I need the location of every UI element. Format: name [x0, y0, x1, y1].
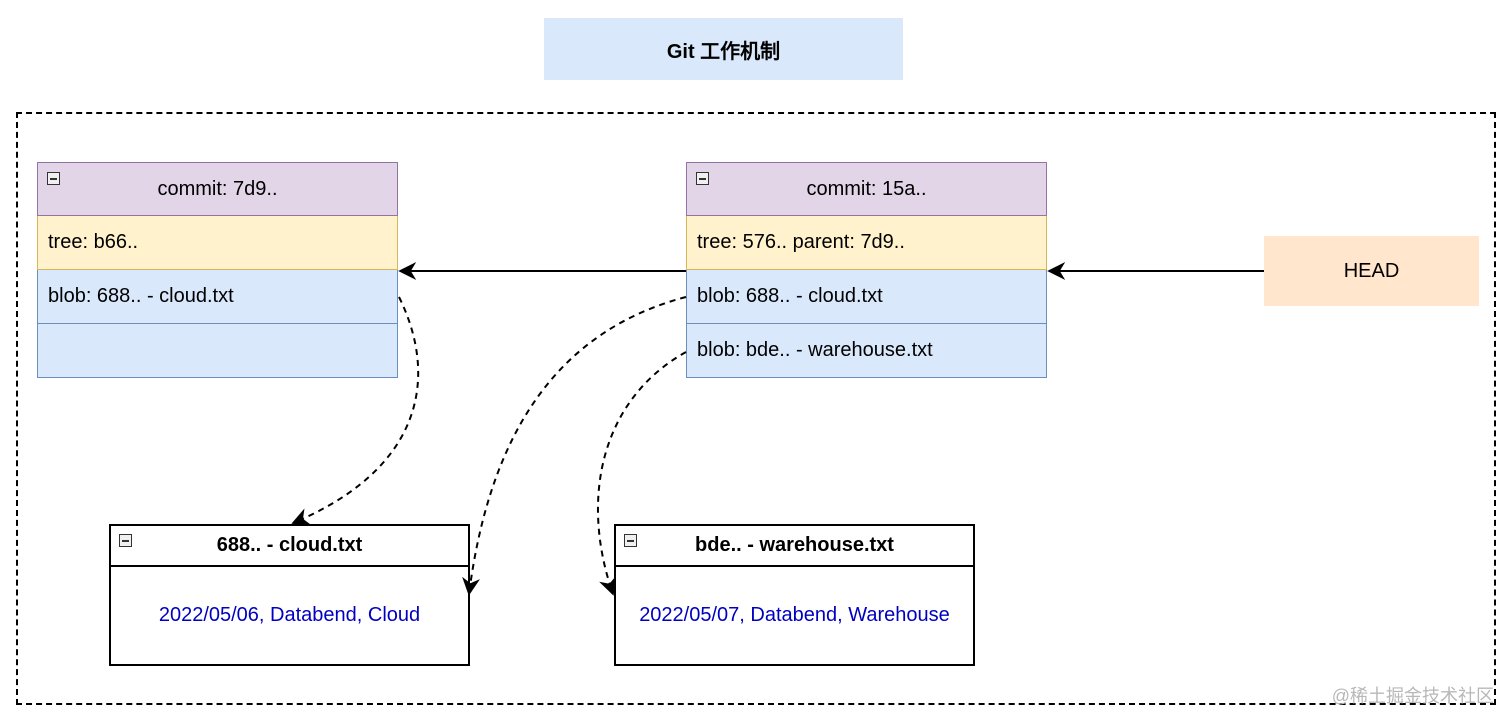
commit-header[interactable]: commit: 15a..: [686, 162, 1047, 216]
commit-blob-row: blob: 688.. - cloud.txt: [37, 270, 398, 324]
commit-7d9[interactable]: commit: 7d9.. tree: b66.. blob: 688.. - …: [37, 162, 398, 378]
blob-ref-arrow: [462, 296, 687, 596]
tree-label: tree: b66..: [48, 231, 139, 253]
blob-object-content: 2022/05/07, Databend, Warehouse: [639, 604, 950, 626]
collapse-icon[interactable]: [624, 534, 637, 547]
watermark: @稀土掘金技术社区: [1331, 686, 1494, 706]
blob-ref-arrow: [291, 296, 420, 526]
commit-blob-row: [37, 324, 398, 378]
blob-label: blob: 688.. - cloud.txt: [697, 285, 883, 307]
commit-tree-row: tree: 576.. parent: 7d9..: [686, 216, 1047, 270]
commit-tree-row: tree: b66..: [37, 216, 398, 270]
commit-header[interactable]: commit: 7d9..: [37, 162, 398, 216]
commit-blob-row: blob: bde.. - warehouse.txt: [686, 324, 1047, 378]
commit-15a[interactable]: commit: 15a.. tree: 576.. parent: 7d9.. …: [686, 162, 1047, 378]
blob-object-name: 688.. - cloud.txt: [216, 534, 363, 556]
tree-label: tree: 576.. parent: 7d9..: [697, 231, 905, 253]
blob-label: blob: 688.. - cloud.txt: [48, 285, 234, 307]
collapse-icon[interactable]: [47, 172, 60, 185]
blob-ref-arrow: [597, 351, 687, 596]
head-pointer[interactable]: HEAD: [1264, 236, 1479, 306]
collapse-icon[interactable]: [696, 172, 709, 185]
blob-object-warehouse[interactable]: bde.. - warehouse.txt 2022/05/07, Databe…: [614, 524, 975, 666]
blob-object-name: bde.. - warehouse.txt: [695, 534, 894, 556]
blob-object-header[interactable]: bde.. - warehouse.txt: [616, 526, 973, 567]
blob-object-content: 2022/05/06, Databend, Cloud: [158, 604, 421, 626]
blob-label: blob: bde.. - warehouse.txt: [697, 339, 933, 361]
blob-object-header[interactable]: 688.. - cloud.txt: [111, 526, 468, 567]
diagram-title: Git 工作机制: [544, 18, 903, 80]
git-workspace-frame: [16, 112, 1496, 705]
commit-hash: commit: 7d9..: [157, 177, 278, 200]
blob-object-cloud[interactable]: 688.. - cloud.txt 2022/05/06, Databend, …: [109, 524, 470, 666]
commit-hash: commit: 15a..: [806, 177, 927, 200]
collapse-icon[interactable]: [119, 534, 132, 547]
commit-blob-row: blob: 688.. - cloud.txt: [686, 270, 1047, 324]
